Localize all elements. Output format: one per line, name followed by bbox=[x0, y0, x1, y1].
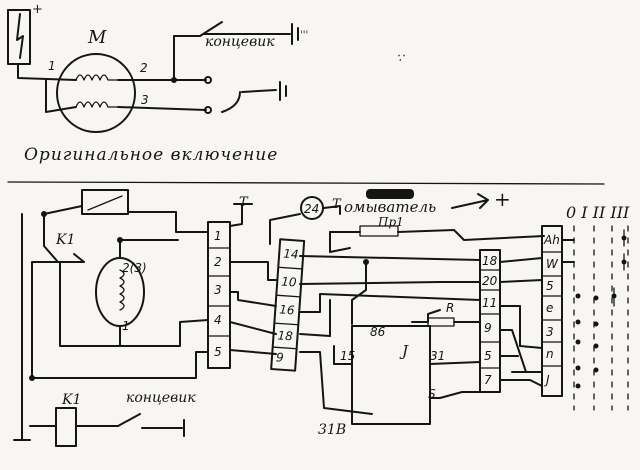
resistor-r: R bbox=[411, 301, 481, 327]
block-c-pin-5: 5 bbox=[484, 349, 492, 363]
washer-fuse-group: 24 T омыватель + Пр1 bbox=[269, 187, 545, 253]
k1-contact bbox=[43, 213, 59, 263]
terminal-block-a: 1 2 3 4 5 bbox=[207, 221, 231, 369]
terminal-T-wire bbox=[229, 203, 253, 227]
motor-node-1-label: 1 bbox=[48, 59, 56, 73]
ground-symbol-1 bbox=[291, 23, 299, 45]
svg-text:∵: ∵ bbox=[396, 51, 405, 65]
wire-node-3 bbox=[117, 106, 207, 111]
motor-node-3-label: 3 bbox=[141, 93, 149, 107]
section-divider bbox=[7, 181, 605, 185]
block-a-pin-1: 1 bbox=[214, 229, 222, 243]
relay-pin-31B: 31B bbox=[318, 422, 346, 438]
relay-j: J 86 15 31 S 31B bbox=[318, 325, 481, 438]
block-c-pin-18: 18 bbox=[482, 254, 498, 268]
supply-plus-label: + bbox=[32, 2, 43, 17]
block-d-pin-Ah: Ah bbox=[543, 233, 560, 247]
block-d-pin-3: 3 bbox=[546, 325, 554, 339]
relay-j-label: J bbox=[399, 342, 409, 360]
block-b-pin-16: 16 bbox=[279, 302, 296, 317]
block-b-pin-18: 18 bbox=[277, 328, 294, 343]
block-c-pin-20: 20 bbox=[482, 274, 498, 288]
resistor-label: R bbox=[446, 301, 454, 315]
motor-terminal-2-3: 2(3) bbox=[122, 261, 147, 275]
wiper-switch-contact bbox=[221, 91, 241, 113]
block-b-pin-14: 14 bbox=[283, 247, 299, 262]
motor-symbol: M 1 2 3 bbox=[48, 27, 149, 133]
limit-switch-label-top: концевик bbox=[205, 34, 275, 50]
block-a-pin-5: 5 bbox=[214, 345, 222, 359]
block-b-pin-10: 10 bbox=[281, 275, 298, 290]
motor-symbol-bottom: 2(3) 1 bbox=[95, 257, 147, 333]
wire-supply-to-motor bbox=[17, 63, 77, 81]
block-a-pin-3: 3 bbox=[214, 283, 222, 297]
limit-switch-contact bbox=[173, 21, 223, 81]
ground-symbol-2 bbox=[279, 81, 287, 101]
terminal-T-label: T bbox=[239, 195, 249, 210]
terminal-T2-label: T bbox=[332, 197, 342, 212]
terminal-block-d: Ah W 5 e 3 n J bbox=[541, 225, 563, 397]
relay-pin-S: S bbox=[428, 387, 436, 401]
relay-k1-bottom-label: K1 bbox=[61, 392, 81, 408]
motor-node-2-label: 2 bbox=[140, 61, 148, 75]
switch-columns bbox=[561, 225, 629, 411]
terminal-block-b: 14 10 16 18 9 bbox=[270, 238, 306, 372]
relay-pin-15: 15 bbox=[340, 349, 355, 363]
motor-label: M bbox=[87, 27, 107, 48]
relay-k1-bottom: K1 концевик bbox=[29, 390, 196, 447]
wire-motor-loop bbox=[45, 79, 77, 113]
block-c-pin-11: 11 bbox=[482, 296, 497, 310]
plus-label: + bbox=[494, 187, 511, 211]
relay-k1-top: K1 bbox=[55, 189, 129, 248]
block-c-pin-9: 9 bbox=[484, 321, 492, 335]
block-d-pin-n: n bbox=[546, 347, 554, 361]
block-d-pin-W: W bbox=[546, 257, 559, 271]
fuse-label: Пр1 bbox=[377, 215, 404, 229]
block-a-pin-4: 4 bbox=[214, 313, 222, 327]
relay-pin-31: 31 bbox=[430, 349, 445, 363]
block-d-pin-e: e bbox=[546, 301, 553, 315]
wire-left-rail bbox=[13, 213, 31, 441]
limit-switch-label-bottom: концевик bbox=[126, 390, 196, 406]
relay-pin-86: 86 bbox=[370, 325, 386, 339]
washer-scribble bbox=[366, 189, 414, 199]
switch-positions-label: 0 I II III bbox=[566, 203, 630, 222]
terminal-block-c: 18 20 11 9 5 7 bbox=[479, 249, 501, 393]
block-b-pin-9: 9 bbox=[275, 350, 284, 364]
new-connection-diagram: K1 2(3) 1 K1 концевик bbox=[13, 187, 630, 447]
original-connection-diagram: + M 1 2 3 ''' концевик ∵ Оригинальное вк… bbox=[7, 2, 405, 165]
circle-24-label: 24 bbox=[304, 202, 319, 216]
washer-label: омыватель bbox=[344, 198, 436, 216]
block-d-pin-J: J bbox=[544, 373, 550, 387]
block-d-pin-5: 5 bbox=[546, 279, 554, 293]
block-c-pin-7: 7 bbox=[484, 373, 492, 387]
supply-symbol: + bbox=[7, 2, 43, 65]
caption-original-connection: Оригинальное включение bbox=[24, 145, 278, 165]
relay-k1-top-label: K1 bbox=[55, 232, 75, 248]
motor-terminal-1: 1 bbox=[122, 319, 130, 333]
svg-text:''': ''' bbox=[300, 30, 308, 41]
block-a-pin-2: 2 bbox=[214, 255, 222, 269]
